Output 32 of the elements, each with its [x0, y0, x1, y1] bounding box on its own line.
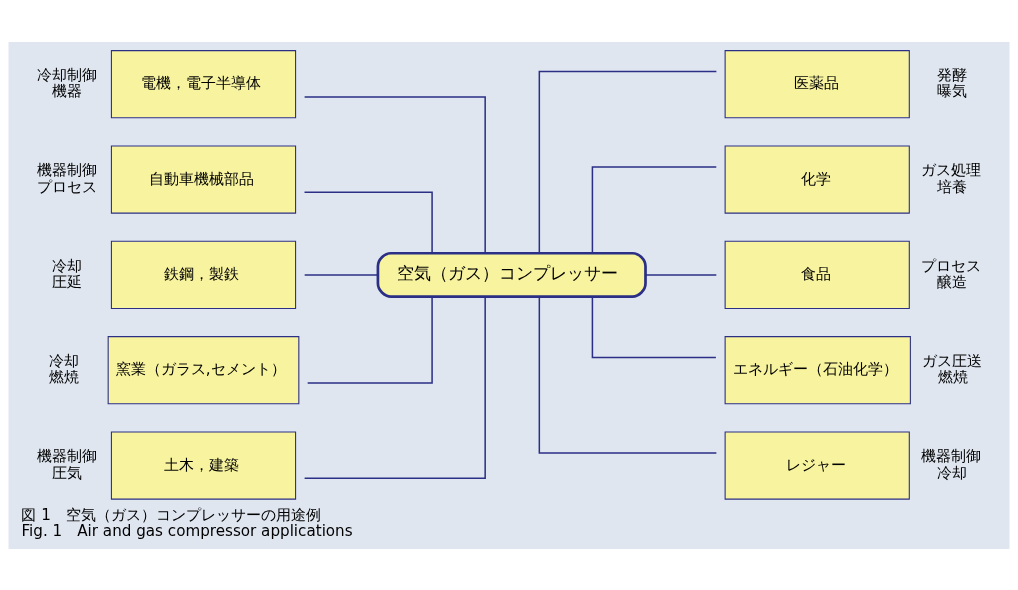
connector	[591, 295, 717, 358]
node-label: 冷却	[52, 256, 83, 275]
connector	[303, 190, 433, 254]
node-label: 冷却	[936, 463, 967, 482]
connector	[591, 165, 718, 254]
node-label: 機器制御	[36, 446, 97, 465]
node-label: 燃焼	[938, 367, 968, 386]
connector	[303, 95, 486, 254]
node-label: 曝気	[936, 81, 967, 100]
node-label: 機器	[52, 81, 83, 100]
node-label: プロセス	[921, 256, 982, 275]
node-label: 醸造	[936, 272, 967, 291]
node-box: 空気（ガス）コンプレッサー	[376, 251, 647, 298]
node-label: プロセス	[36, 177, 97, 196]
node-label: 機器制御	[921, 446, 982, 465]
node-label: 圧延	[52, 272, 83, 291]
node-label: 機器制御	[36, 160, 97, 179]
node-label: 燃焼	[49, 367, 80, 386]
node-label: 圧気	[52, 463, 83, 482]
node-label: ガス圧送	[922, 351, 983, 370]
node-label: 培養	[936, 177, 967, 196]
connector	[303, 295, 486, 479]
node-label: ガス処理	[921, 160, 982, 179]
node-label: 冷却	[49, 351, 80, 370]
connector	[538, 70, 718, 254]
node-label: 発酵	[936, 65, 967, 84]
connector	[303, 273, 379, 276]
connector	[306, 295, 433, 384]
connector	[538, 295, 718, 454]
connector	[644, 273, 718, 276]
caption: 図 1 空気（ガス）コンプレッサーの用途例	[21, 505, 321, 524]
node-label: 冷却制御	[36, 65, 97, 84]
